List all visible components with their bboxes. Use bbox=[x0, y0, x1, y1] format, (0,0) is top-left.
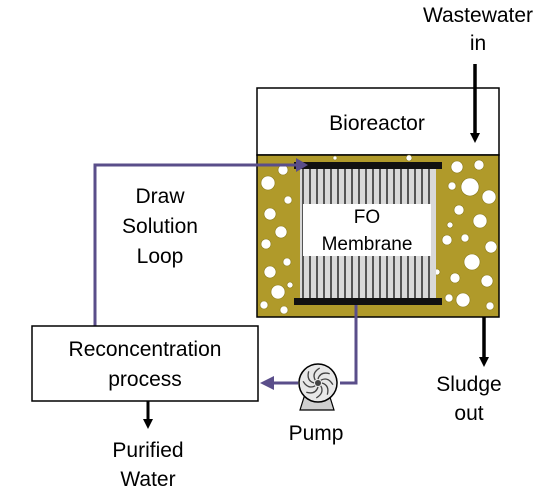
sludge-bubble bbox=[332, 155, 338, 161]
sludge-bubble bbox=[463, 253, 481, 271]
bioreactor-headspace bbox=[256, 87, 500, 156]
wastewater-label-line2: in bbox=[470, 32, 486, 55]
pump-vane bbox=[320, 378, 334, 386]
sludge-bubble bbox=[480, 274, 494, 288]
sludge-bubble bbox=[441, 234, 453, 246]
sludge-bubble bbox=[270, 284, 286, 300]
pump-vane bbox=[313, 367, 321, 381]
membrane-top-bar bbox=[294, 162, 442, 169]
pump-icon bbox=[298, 363, 338, 411]
sludge-bubble bbox=[444, 293, 454, 303]
sludge-bubble bbox=[283, 195, 293, 205]
purified-water-label-line1: Purified bbox=[112, 439, 183, 462]
fo-membrane-label-line1: FO bbox=[354, 207, 380, 228]
sludge-bubble bbox=[449, 272, 461, 284]
sludge-bubble bbox=[450, 160, 464, 174]
sludge-bubble bbox=[446, 221, 454, 229]
pump-vane bbox=[321, 382, 329, 395]
reconcentration-label-line1: Reconcentration bbox=[69, 338, 222, 361]
sludge-bubble bbox=[472, 213, 488, 229]
sludge-bubble bbox=[460, 177, 480, 197]
sludge-bubble bbox=[485, 301, 495, 311]
loop-outflow-line bbox=[340, 305, 358, 385]
sludge-bubbles bbox=[259, 154, 498, 315]
sludge-bubble bbox=[460, 233, 470, 243]
sludge-bubble bbox=[473, 159, 485, 171]
sludge-bubble bbox=[260, 238, 272, 250]
sludge-bubble bbox=[260, 175, 276, 191]
sludge-bubble bbox=[453, 204, 465, 216]
loop-return-line bbox=[93, 163, 296, 326]
sludge-bubble bbox=[282, 257, 292, 267]
sludge-bubble bbox=[263, 207, 277, 221]
draw-solution-label-line1: Draw bbox=[135, 185, 185, 208]
sludge-bubble bbox=[481, 189, 497, 205]
membrane-label-box bbox=[303, 204, 431, 256]
loop-to-reconcentration-arrowhead bbox=[260, 376, 274, 390]
sludge-bubble bbox=[279, 305, 289, 315]
sludge-bubble bbox=[405, 154, 413, 162]
pump-vane bbox=[307, 371, 315, 384]
loop-return-arrowhead bbox=[296, 158, 308, 172]
draw-solution-loop bbox=[93, 158, 358, 390]
purified-water-label-line2: Water bbox=[120, 468, 175, 491]
sludge-bubble bbox=[447, 181, 457, 191]
pump-vane bbox=[315, 385, 323, 399]
wastewater-label-line1: Wastewater bbox=[423, 4, 533, 27]
pump-vane bbox=[302, 380, 316, 388]
reconcentration-label-line2: process bbox=[108, 368, 182, 391]
fo-membrane-module bbox=[294, 162, 442, 305]
sludge-bubble bbox=[259, 300, 269, 310]
pump-vane bbox=[317, 372, 330, 380]
reconcentration-box bbox=[31, 325, 259, 402]
sludge-bubble bbox=[455, 292, 471, 308]
bioreactor-label: Bioreactor bbox=[329, 112, 425, 135]
sludge-bubble bbox=[286, 281, 294, 289]
draw-solution-label-line2: Solution bbox=[122, 215, 198, 238]
membrane-bottom-bar bbox=[294, 298, 442, 305]
sludge-bubble bbox=[484, 240, 498, 254]
fo-membrane-label-line2: Membrane bbox=[322, 234, 413, 255]
draw-solution-label-line3: Loop bbox=[137, 245, 184, 268]
sludge-out-label-line1: Sludge bbox=[436, 373, 501, 396]
pump-label: Pump bbox=[289, 422, 344, 445]
sludge-bubble bbox=[263, 265, 277, 279]
pump-vane bbox=[306, 386, 319, 394]
sludge-out-label-line2: out bbox=[454, 402, 483, 425]
sludge-bubble bbox=[274, 225, 288, 239]
